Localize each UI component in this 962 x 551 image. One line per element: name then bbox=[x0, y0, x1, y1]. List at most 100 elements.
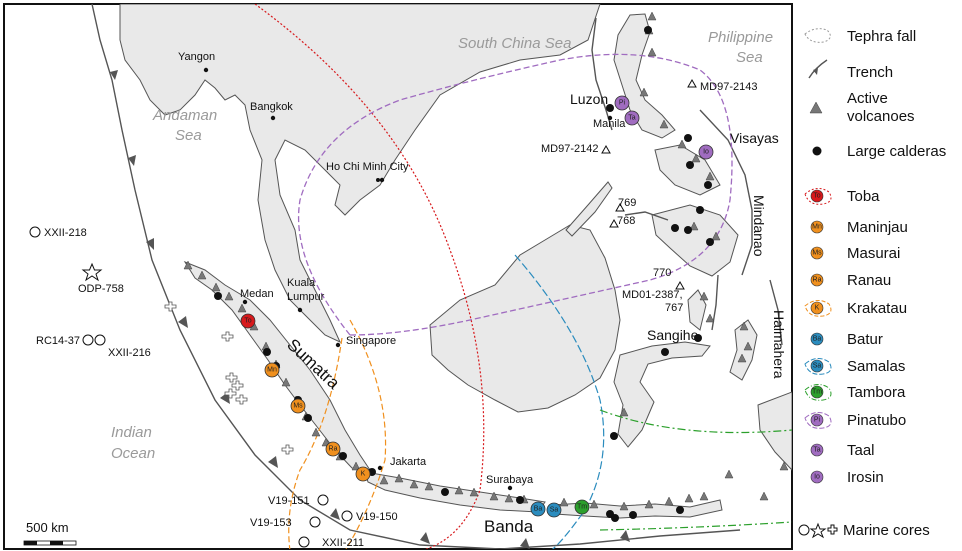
legend-krakatau-icon bbox=[810, 301, 824, 315]
scale-bar bbox=[23, 540, 77, 546]
masurai-marker bbox=[290, 398, 306, 414]
core-md01-2387-label: MD01-2387, bbox=[622, 289, 683, 301]
maninjau-marker bbox=[264, 362, 280, 378]
philippine-trench bbox=[699, 109, 753, 276]
legend-batur-icon bbox=[810, 332, 824, 346]
core-767-label: 767 bbox=[665, 302, 683, 314]
ranau-marker bbox=[325, 441, 341, 457]
masurai-code: Ms bbox=[293, 403, 303, 410]
map-content: To Mn Ms Ra K Ba Sa Tm Pi Ta Io South Ch… bbox=[23, 4, 792, 549]
surabaya-label: Surabaya bbox=[486, 474, 534, 486]
legend-caldera-icon bbox=[812, 146, 822, 156]
mindanao-landmass bbox=[651, 204, 739, 277]
sunda-trench bbox=[91, 4, 741, 549]
legend-pinatubo-icon bbox=[810, 413, 824, 427]
scale-bar-label: 500 km bbox=[26, 520, 69, 535]
core-770-label: 770 bbox=[653, 267, 671, 279]
volcano-markers bbox=[240, 95, 714, 518]
core-md97-2142-label: MD97-2142 bbox=[541, 143, 598, 155]
legend-samalas-label: Samalas bbox=[847, 358, 905, 375]
legend-code-mn: Mn bbox=[812, 224, 822, 231]
legend-toba-icon bbox=[810, 189, 824, 203]
core-rc14-37-label: RC14-37 bbox=[36, 335, 80, 347]
legend-codes: To Mn Ms Ra K Ba Sa Tm Pi Ta Io bbox=[812, 193, 822, 481]
core-xxii-211-label: XXII-211 bbox=[322, 537, 364, 549]
core-769-label: 769 bbox=[618, 197, 636, 209]
legend-tambora-outline bbox=[804, 384, 832, 401]
legend-active-label-2: volcanoes bbox=[847, 108, 915, 125]
legend-tambora-label: Tambora bbox=[847, 384, 906, 401]
pinatubo-tephra-outline bbox=[297, 53, 733, 336]
volcano-marker-codes: To Mn Ms Ra K Ba Sa Tm Pi Ta Io bbox=[244, 100, 709, 514]
legend-tephra-label: Tephra fall bbox=[847, 28, 916, 45]
core-768-label: 768 bbox=[617, 215, 635, 227]
ranau-code: Ra bbox=[329, 446, 338, 453]
core-odp-758-label: ODP-758 bbox=[78, 283, 124, 295]
legend-taal-label: Taal bbox=[847, 442, 875, 459]
krakatau-tephra-outline bbox=[288, 319, 387, 549]
mainland-landmass bbox=[119, 4, 601, 344]
legend-irosin-label: Irosin bbox=[847, 469, 884, 486]
luzon-landmass bbox=[613, 13, 676, 139]
marine-core-crosses bbox=[164, 301, 294, 455]
visayas-label: Visayas bbox=[730, 130, 779, 146]
legend-code-ms: Ms bbox=[812, 250, 822, 257]
legend-trench-icon bbox=[808, 59, 828, 79]
legend-batur-label: Batur bbox=[847, 331, 883, 348]
krakatau-code: K bbox=[361, 471, 366, 478]
legend-krakatau-label: Krakatau bbox=[847, 300, 907, 317]
philippine-sea-label-2: Sea bbox=[736, 49, 763, 66]
bangkok-label: Bangkok bbox=[250, 101, 293, 113]
tambora-marker bbox=[574, 499, 590, 515]
lumpur-label: Lumpur bbox=[287, 291, 325, 303]
legend-code-sa: Sa bbox=[813, 363, 822, 370]
indian-ocean-label-1: Indian bbox=[111, 424, 152, 441]
yangon-label: Yangon bbox=[178, 51, 215, 63]
legend-volcano-icon bbox=[809, 101, 823, 114]
legend-trench-label: Trench bbox=[847, 64, 893, 81]
legend-code-ba: Ba bbox=[813, 336, 822, 343]
legend-marine-icons bbox=[798, 522, 838, 539]
indian-ocean-label-2: Ocean bbox=[111, 445, 155, 462]
legend-ranau-label: Ranau bbox=[847, 272, 891, 289]
medan-label: Medan bbox=[240, 288, 274, 300]
jakarta-label: Jakarta bbox=[390, 456, 427, 468]
legend: Tephra fall Trench Active volcanoes Larg… bbox=[798, 28, 946, 539]
legend-maninjau-icon bbox=[810, 220, 824, 234]
core-v19-153-label: V19-153 bbox=[250, 517, 292, 529]
samalas-marker bbox=[546, 502, 562, 518]
halmahera-landmass bbox=[729, 319, 758, 381]
toba-marker bbox=[240, 313, 256, 329]
pinatubo-code: Pi bbox=[619, 100, 626, 107]
legend-code-tm: Tm bbox=[812, 389, 822, 396]
manila-trench bbox=[591, 17, 613, 131]
pinatubo-marker bbox=[614, 95, 630, 111]
singapore-label: Singapore bbox=[346, 335, 396, 347]
core-xxii-218-label: XXII-218 bbox=[44, 227, 87, 239]
legend-code-ra: Ra bbox=[813, 277, 822, 284]
south-china-sea-label: South China Sea bbox=[458, 35, 571, 52]
krakatau-marker bbox=[355, 466, 371, 482]
hcmc-label: Ho Chi Minh City bbox=[326, 161, 409, 173]
samalas-code: Sa bbox=[550, 507, 559, 514]
sunda-trench-teeth bbox=[110, 70, 630, 549]
core-xxii-216-label: XXII-216 bbox=[108, 347, 151, 359]
legend-tephra-icon bbox=[804, 28, 831, 43]
luzon-label: Luzon bbox=[570, 91, 608, 107]
philippine-sea-label-1: Philippine bbox=[708, 29, 773, 46]
banda-label: Banda bbox=[484, 517, 534, 536]
borneo-landmass bbox=[429, 224, 621, 413]
core-v19-151-label: V19-151 bbox=[268, 495, 310, 507]
palawan-island bbox=[565, 181, 613, 237]
marine-core-symbols bbox=[29, 78, 697, 548]
legend-trench-tooth bbox=[813, 68, 818, 75]
legend-code-pi: Pi bbox=[814, 417, 821, 424]
legend-samalas-icon bbox=[810, 359, 824, 373]
tambora-tephra-outline bbox=[599, 409, 792, 531]
taal-code: Ta bbox=[628, 115, 636, 122]
toba-tephra-outline bbox=[254, 4, 485, 549]
samalas-tephra-outline bbox=[514, 254, 605, 549]
andaman-sea-label-1: Andaman bbox=[152, 107, 217, 124]
